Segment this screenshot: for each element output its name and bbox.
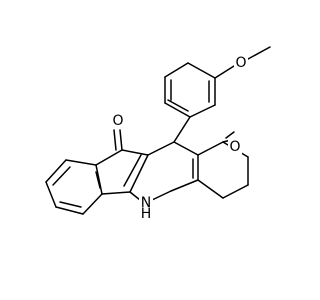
- ring-bond-31: [173, 141, 199, 156]
- nitrogen-hydrogen-label: H: [141, 206, 152, 222]
- indene-bond-16: [95, 149, 123, 166]
- ring-bond-33: [170, 179, 199, 192]
- ch-to-c11-bond-12: [147, 141, 175, 156]
- benzo-bond-24: [55, 206, 84, 215]
- benzo-bond-25: [82, 193, 103, 215]
- indene-bond-19: [129, 154, 149, 193]
- benzo-double-bond-28: [95, 171, 101, 189]
- aryl-to-ch-bond-11: [173, 116, 191, 143]
- benzo-double-bond-26: [52, 166, 71, 186]
- nitrogen-atom: N H: [139, 195, 153, 223]
- indene-double-bond-20: [123, 154, 142, 187]
- benzo-bond-22: [45, 159, 67, 183]
- nh-bond-30: [151, 190, 172, 201]
- c11-c12-bond-13: [121, 149, 149, 156]
- ketone-left-double-bond-15: [113, 129, 117, 151]
- ketone-right-double-bond-41: [225, 131, 235, 139]
- ketone-left-bond-14: [119, 129, 123, 151]
- ketone-oxygen-right-label: O: [229, 139, 240, 155]
- cyclohexenone-bond-40: [197, 179, 224, 199]
- aryl-inner-double-bond-10: [167, 99, 189, 112]
- aryl-ring-bond-3: [189, 104, 216, 118]
- benzo-double-bond-27: [59, 201, 82, 208]
- cyclohexenone-bond-35: [197, 141, 224, 156]
- nitrogen-label: N: [141, 195, 151, 211]
- ketone-oxygen-left-atom: O: [111, 113, 125, 129]
- indene-bond-18: [101, 191, 131, 195]
- chemical-structure-drawing: O O O N H: [45, 46, 271, 223]
- methyl-methoxy-bond-0: [247, 46, 271, 60]
- indene-bond-17: [95, 164, 103, 195]
- aryl-ring-bond-6: [164, 62, 189, 78]
- bond-layer: [45, 46, 271, 215]
- structure-canvas: O O O N H: [45, 46, 271, 223]
- methoxy-oxygen-label: O: [235, 55, 246, 71]
- aryl-ring-bond-7: [187, 62, 216, 79]
- cyclohexenone-bond-39: [222, 184, 249, 199]
- benzo-bond-21: [65, 159, 97, 166]
- nh-bond-29: [129, 191, 141, 201]
- ketone-oxygen-right-atom: O: [228, 139, 242, 155]
- methoxy-aryl-bond-1: [214, 65, 235, 79]
- aryl-ring-bond-4: [164, 102, 191, 118]
- ketone-oxygen-left-label: O: [112, 113, 123, 129]
- benzo-bond-23: [45, 181, 57, 208]
- methoxy-oxygen-atom: O: [234, 55, 248, 71]
